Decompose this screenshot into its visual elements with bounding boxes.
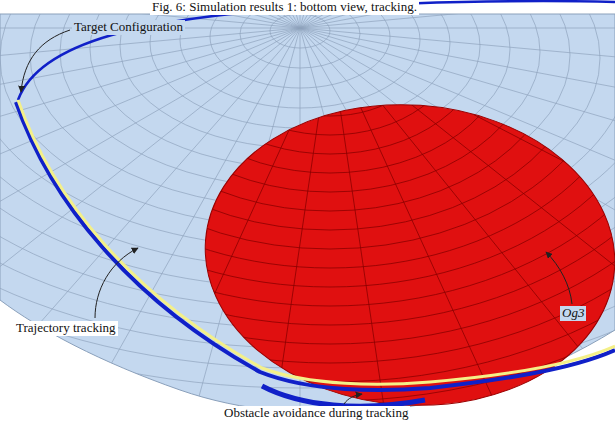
annotation-label: Trajectory tracking	[14, 321, 118, 336]
annotation-label: Og3	[560, 306, 586, 321]
annotation-label: Obstacle avoidance during tracking	[222, 406, 410, 421]
leader-line	[21, 30, 70, 92]
leader-line	[95, 248, 138, 318]
leader-line	[546, 252, 572, 304]
avoidance-path	[262, 386, 425, 406]
tracking-path	[18, 100, 615, 384]
figure-caption: Fig. 6: Simulation results 1: bottom vie…	[150, 0, 419, 15]
trajectory-blue	[18, 1, 615, 100]
annotation-label: Target Configuration	[72, 20, 185, 35]
leader-line	[344, 394, 362, 404]
